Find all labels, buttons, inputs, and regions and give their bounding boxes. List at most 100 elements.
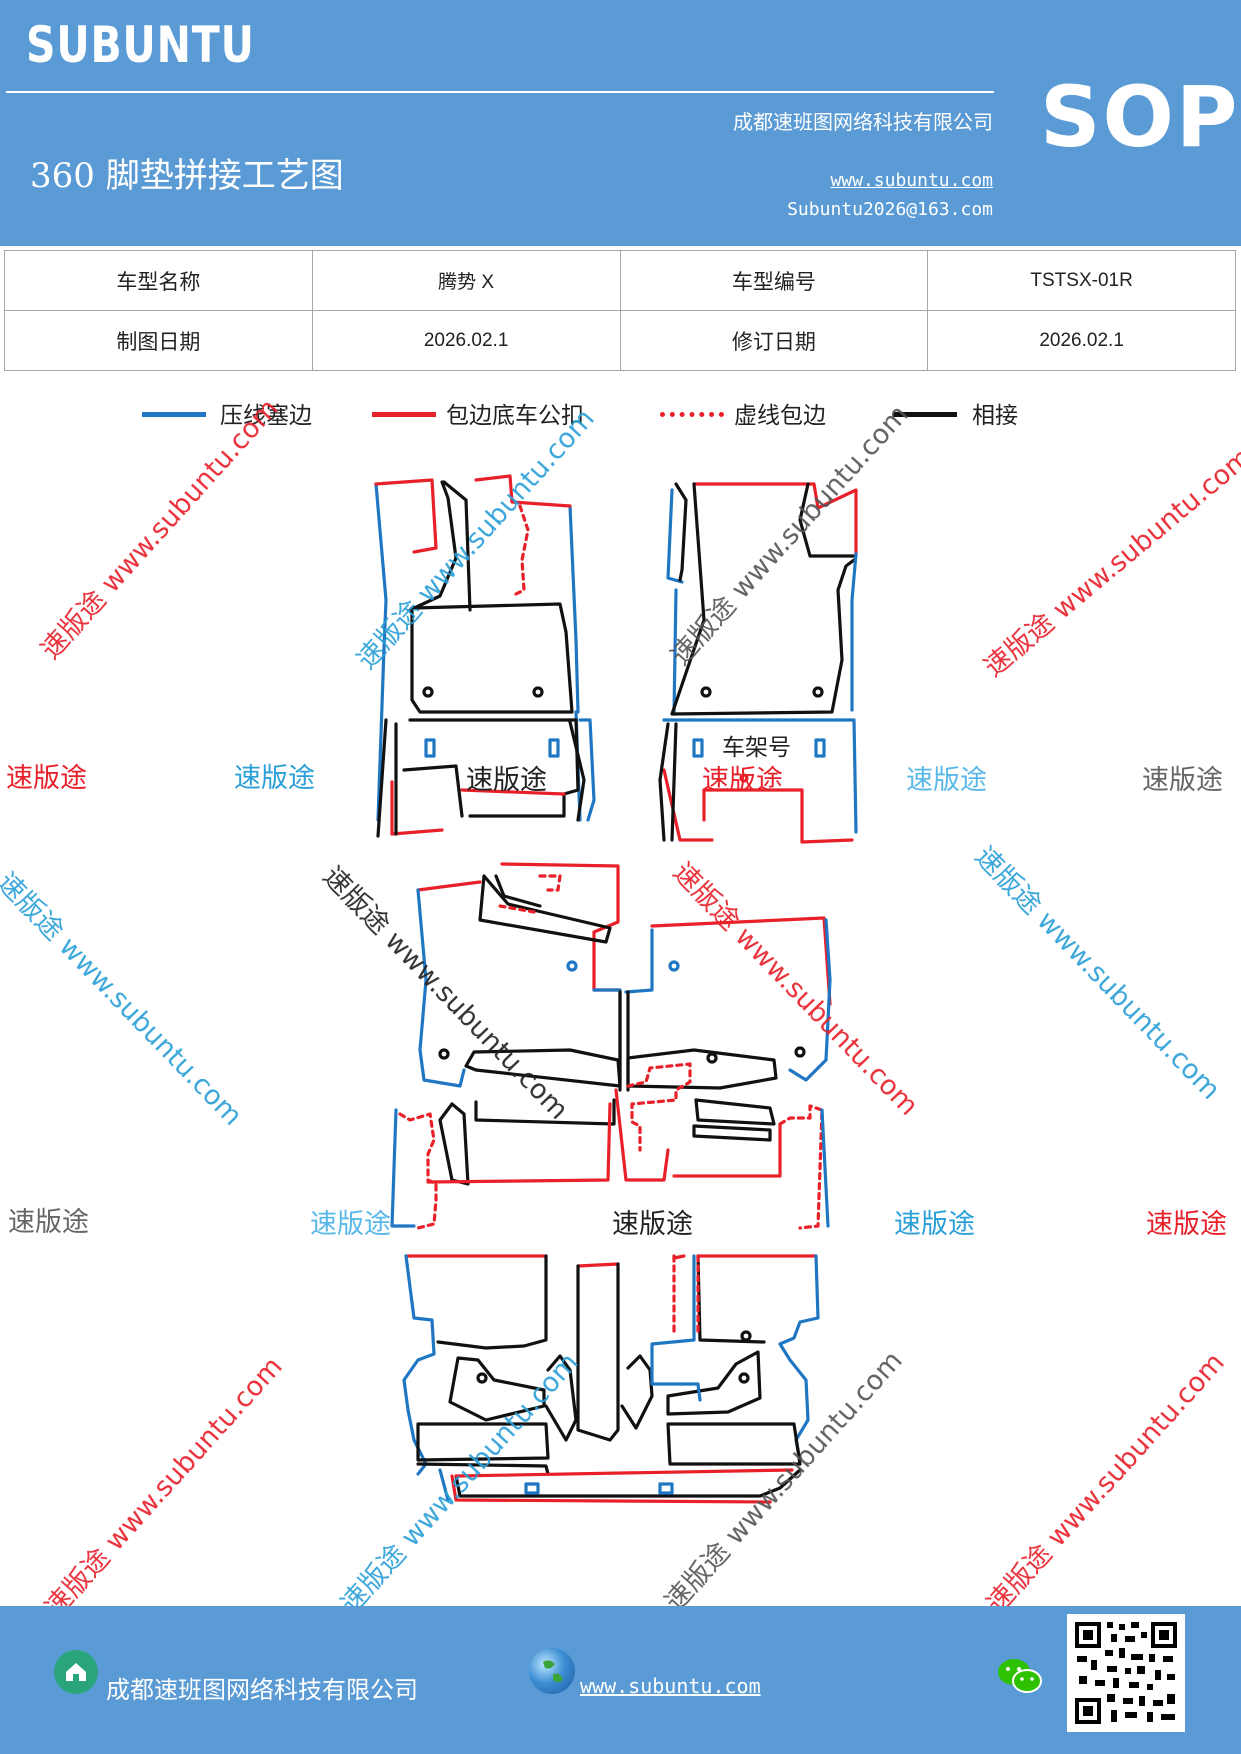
fixing-hole (438, 1048, 450, 1060)
passenger-mat-lower-black (658, 722, 678, 842)
fixing-hole (812, 686, 824, 698)
driver-mat-lower-red (390, 780, 566, 836)
row2-lower-middle-dotted (626, 1062, 692, 1152)
passenger-mat-edge-red-top (692, 482, 858, 556)
header-website-link[interactable]: www.subuntu.com (830, 170, 993, 191)
row2-left-blue (416, 888, 466, 1088)
row2-top-red-right (650, 916, 832, 1006)
qr-code (1067, 1614, 1185, 1732)
legend-label: 压线塞边 (220, 403, 312, 429)
row3-top-red (404, 1254, 818, 1268)
clip-slot (692, 738, 704, 758)
legend: 压线塞边 包边底车公扣 虚线包边 相接 (0, 396, 1241, 436)
watermark: 速版途 (906, 765, 987, 796)
row3-bottom-black (454, 1468, 802, 1498)
row3-center-left-black (544, 1354, 578, 1442)
clip-slot (814, 738, 826, 758)
fixing-hole (739, 773, 749, 783)
row2-center-black (618, 990, 630, 1092)
row3-left-black (436, 1254, 548, 1422)
driver-mat-black-body (410, 602, 574, 714)
passenger-mat-lower-red (662, 768, 854, 844)
sop-badge: SOP (1040, 68, 1240, 166)
driver-mat-right-edge (578, 718, 596, 822)
row2-lower-left-blue (390, 1108, 416, 1228)
label-vehicle-name: 车型名称 (4, 250, 313, 311)
row3-lower-black (416, 1422, 802, 1476)
watermark: 速版途 (1146, 1209, 1227, 1240)
frame-number-label: 车架号 (722, 735, 791, 761)
passenger-mat-edge-blue-left (666, 488, 684, 716)
watermark: 速版途 (894, 1209, 975, 1240)
house-icon (54, 1650, 98, 1694)
legend-label: 相接 (972, 403, 1018, 429)
page-title: 360 脚垫拼接工艺图 (30, 156, 344, 196)
watermark: 速版途 (8, 1207, 89, 1238)
watermark: 速版途 (466, 765, 547, 796)
table-row: 车型名称 腾势 X 车型编号 TSTSX-01R (4, 250, 1236, 311)
row2-dotted-top (498, 874, 562, 914)
row2-lower-right-red (672, 1122, 782, 1178)
passenger-mat-black-body (670, 482, 858, 716)
legend-swatch-red-dotted (660, 412, 724, 417)
clip-slot (548, 738, 560, 758)
table-row: 制图日期 2026.02.1 修订日期 2026.02.1 (4, 310, 1236, 371)
passenger-mat-left-seam (674, 482, 688, 582)
row3-right-black (666, 1254, 766, 1416)
footer-website-link[interactable]: www.subuntu.com (580, 1674, 761, 1698)
row3-dotted-center (672, 1254, 700, 1336)
fixing-hole (668, 960, 680, 972)
row3-right-blue (778, 1254, 820, 1462)
watermark: 速版途 (6, 763, 87, 794)
value-vehicle-name: 腾势 X (311, 250, 621, 311)
passenger-mat-right-blue (850, 552, 858, 712)
row3-bottom-red (450, 1468, 794, 1504)
clip-slot (524, 1482, 540, 1495)
watermark: 速版途 (702, 765, 783, 796)
row2-black-brace (478, 874, 612, 944)
watermark: 速版途 (234, 763, 315, 794)
value-vehicle-code: TSTSX-01R (927, 250, 1236, 311)
fixing-hole (700, 686, 712, 698)
header-company: 成都速班图网络科技有限公司 (733, 110, 993, 134)
label-draw-date: 制图日期 (4, 310, 313, 371)
fixing-hole (476, 1372, 488, 1384)
watermark: 速版途 (310, 1209, 391, 1240)
label-vehicle-code: 车型编号 (619, 250, 929, 311)
watermark: 速版途 (1142, 765, 1223, 796)
row2-lower-right-black (692, 1098, 776, 1142)
driver-mat-black-seam (408, 480, 472, 612)
row3-left-blue (402, 1254, 436, 1476)
row2-lower-right-dotted (778, 1104, 824, 1230)
row3-right-blue2 (650, 1254, 702, 1402)
driver-mat-lower-left (376, 718, 464, 838)
legend-label: 包边底车公扣 (446, 403, 584, 429)
globe-icon (529, 1648, 575, 1694)
row2-lower-middle-red (426, 1088, 670, 1184)
header-email: Subuntu2026@163.com (787, 199, 993, 220)
label-revise-date: 修订日期 (619, 310, 929, 371)
header-divider (6, 91, 994, 93)
row3-center-black (576, 1262, 620, 1442)
fixing-hole (422, 686, 434, 698)
row2-lower-right-blue (820, 1108, 830, 1228)
driver-mat-edge-red-top2 (474, 474, 572, 508)
row2-lower-left-black (438, 1098, 616, 1186)
fixing-hole (794, 1046, 806, 1058)
fixing-hole (740, 1330, 752, 1342)
clip-slot (424, 738, 436, 758)
legend-swatch-red (372, 412, 436, 417)
watermark: 速版途 (612, 1209, 693, 1240)
row2-right-blue (788, 918, 832, 1082)
row3-bottom-blue (438, 1468, 450, 1502)
legend-swatch-black (893, 412, 957, 417)
row2-mid-blue (592, 928, 654, 1086)
clip-slot (658, 1482, 674, 1495)
fixing-hole (706, 1052, 718, 1064)
fixing-hole (738, 1372, 750, 1384)
driver-mat-right-black (568, 720, 586, 822)
row2-black-brace2 (494, 874, 542, 908)
row3-center-right-black (620, 1354, 654, 1430)
wechat-icon[interactable] (996, 1654, 1044, 1698)
driver-mat-edge-red-top (374, 478, 438, 554)
